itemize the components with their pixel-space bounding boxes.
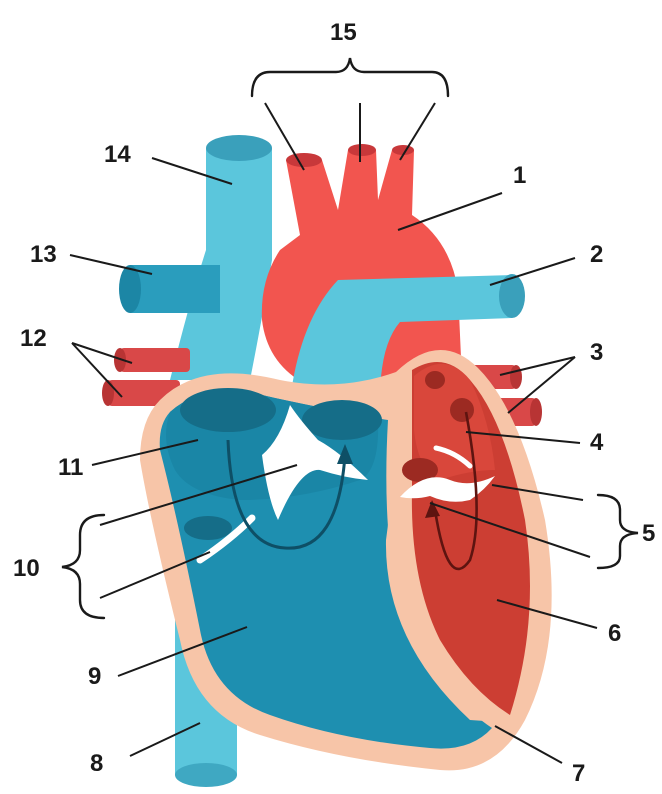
label-3: 3 — [590, 339, 603, 366]
pulmonary-vein-opening-2 — [450, 398, 474, 422]
label-4: 4 — [590, 429, 604, 456]
pulmonary-valve-opening — [302, 400, 382, 440]
superior-vena-cava — [170, 135, 272, 380]
brace-5 — [598, 495, 638, 568]
label-13: 13 — [30, 241, 57, 268]
label-8: 8 — [90, 750, 103, 777]
right-pulmonary-artery — [119, 265, 220, 313]
label-11: 11 — [58, 454, 83, 481]
label-5: 5 — [642, 520, 655, 547]
label-10: 10 — [13, 555, 40, 582]
label-1: 1 — [513, 162, 526, 189]
leader-13 — [70, 255, 152, 274]
pulmonary-vein-opening-1 — [425, 371, 445, 389]
label-2: 2 — [590, 241, 603, 268]
label-15: 15 — [330, 19, 357, 46]
superior-vena-cava-opening — [180, 388, 276, 432]
brace-15 — [252, 58, 448, 96]
leader-1 — [398, 193, 502, 230]
leader-2 — [490, 258, 575, 285]
label-9: 9 — [88, 663, 101, 690]
label-12: 12 — [20, 325, 47, 352]
brace-10 — [62, 515, 104, 618]
label-14: 14 — [104, 141, 131, 168]
leader-15c — [400, 103, 435, 160]
label-7: 7 — [572, 760, 585, 787]
coronary-sinus-opening — [184, 516, 232, 540]
label-6: 6 — [608, 620, 621, 647]
